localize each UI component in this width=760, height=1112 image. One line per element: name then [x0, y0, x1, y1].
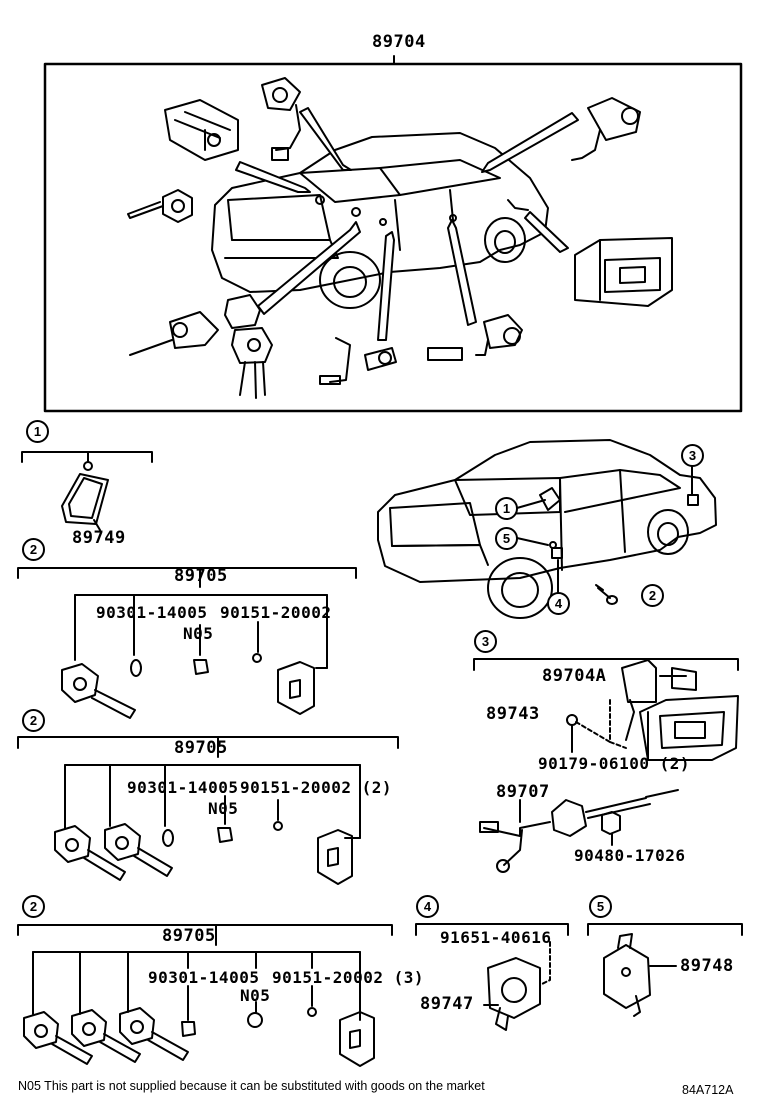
car-callout-3: 3 — [681, 444, 704, 467]
part-90301-b-label: 90301-14005 — [127, 778, 239, 797]
figure-code: 84A712A — [682, 1083, 734, 1097]
key-89705-b2 — [104, 823, 173, 877]
key-89705-c2 — [71, 1009, 141, 1063]
part-90151-b-label: 90151-20002 (2) — [240, 778, 392, 797]
n05-mark-b: N05 — [208, 799, 239, 818]
car-callout-1: 1 — [495, 497, 518, 520]
connector-b — [317, 829, 353, 885]
part-90301-a-label: 90301-14005 — [96, 603, 208, 622]
footer-note: N05 This part is not supplied because it… — [18, 1079, 485, 1093]
trunk-lock-part — [571, 97, 641, 161]
connector-c — [339, 1011, 375, 1067]
part-91651-label: 91651-40616 — [440, 928, 552, 947]
part-89748-label: 89748 — [680, 956, 734, 976]
car-callout-5: 5 — [495, 527, 518, 550]
sensor-89748 — [603, 933, 651, 1017]
part-90301-c-label: 90301-14005 — [148, 968, 260, 987]
n05-mark-a: N05 — [183, 624, 214, 643]
key-89705-a — [61, 663, 136, 719]
assembly-89705-c-label: 89705 — [162, 926, 216, 946]
assembly-number-label: 89704 — [372, 32, 426, 52]
assembly-89705-a-label: 89705 — [174, 566, 228, 586]
part-89704a-label: 89704A — [542, 666, 607, 686]
part-90151-a-label: 90151-20002 — [220, 603, 332, 622]
side-car-illustration — [377, 439, 717, 619]
bulb-small — [595, 584, 618, 605]
part-90179-label: 90179-06100 (2) — [538, 754, 690, 773]
switch-part — [261, 77, 301, 161]
car-callout-2: 2 — [641, 584, 664, 607]
ecu-part — [574, 237, 673, 307]
assembly-89705-b-label: 89705 — [174, 738, 228, 758]
callout-5: 5 — [589, 895, 612, 918]
switch-89747 — [487, 957, 541, 1031]
n05-mark-c: N05 — [240, 986, 271, 1005]
key-89705-c1 — [23, 1011, 93, 1065]
pointer-arrows — [235, 107, 579, 341]
part-89747-label: 89747 — [420, 994, 474, 1014]
key-bunch — [224, 294, 273, 399]
antenna-89707 — [479, 789, 679, 873]
key-top-left — [127, 189, 193, 223]
callout-3: 3 — [474, 630, 497, 653]
part-89707-label: 89707 — [496, 782, 550, 802]
key-89705-c3 — [119, 1007, 189, 1061]
ecu-89704a — [621, 659, 739, 761]
part-89749-label: 89749 — [72, 528, 126, 548]
callout-2c: 2 — [22, 895, 45, 918]
part-90480-label: 90480-17026 — [574, 846, 686, 865]
key-89705-b1 — [54, 825, 126, 881]
door-lock-cylinder — [129, 311, 219, 356]
callout-2a: 2 — [22, 538, 45, 561]
car-callout-4: 4 — [547, 592, 570, 615]
callout-2b: 2 — [22, 709, 45, 732]
callout-1: 1 — [26, 420, 49, 443]
trunk-cylinder — [427, 314, 523, 361]
connector-a — [277, 661, 315, 715]
bulb-90480 — [601, 811, 621, 835]
o-ring-89749 — [61, 473, 109, 525]
callout-4: 4 — [416, 895, 439, 918]
part-89743-label: 89743 — [486, 704, 540, 724]
top-car-illustration — [211, 132, 549, 309]
hood-lock-part — [164, 99, 239, 161]
door-lock-assembly — [319, 337, 397, 385]
part-90151-c-label: 90151-20002 (3) — [272, 968, 424, 987]
